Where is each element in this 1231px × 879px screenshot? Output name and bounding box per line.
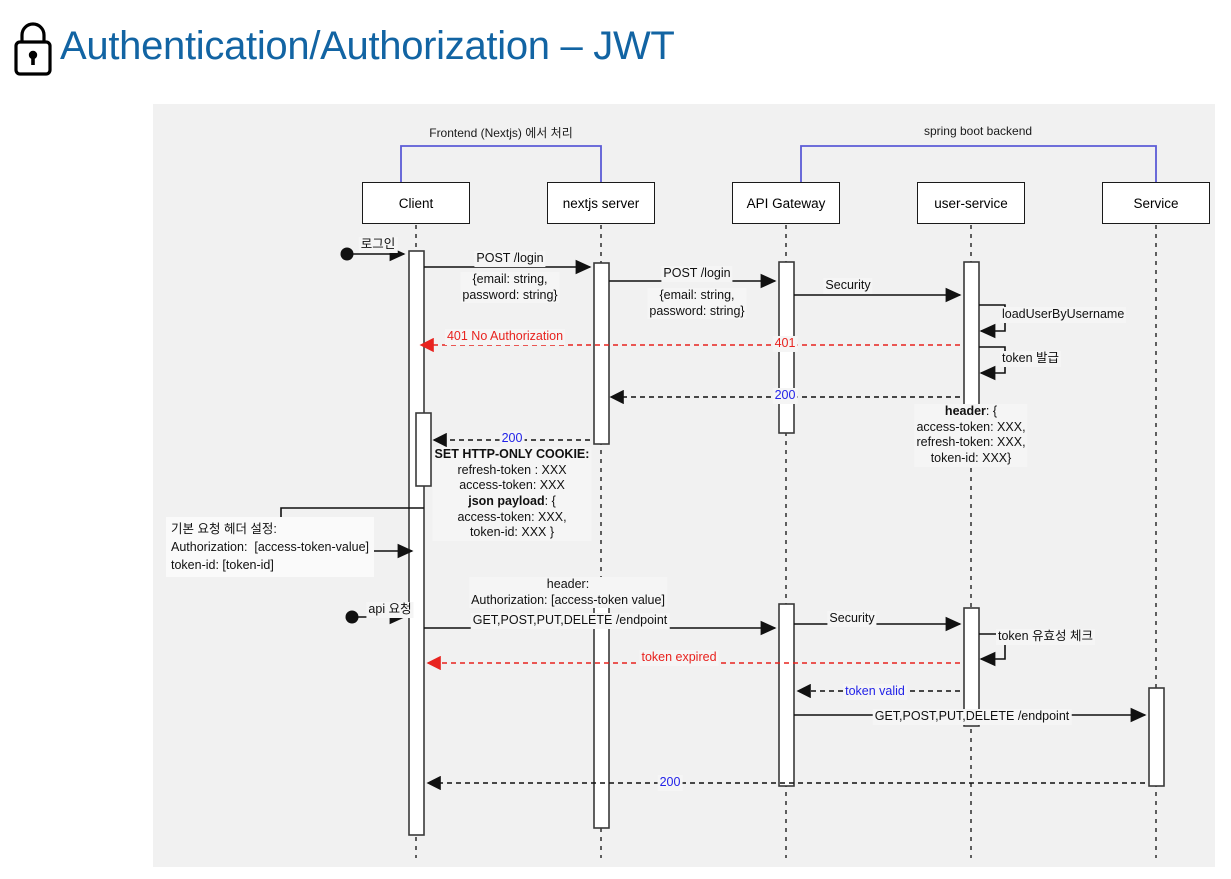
msg-set-cookie-block: SET HTTP-ONLY COOKIE: refresh-token : XX… [432, 447, 592, 541]
msg-200-client: 200 [499, 431, 525, 447]
msg-401-no-auth: 401 No Authorization [444, 329, 566, 345]
lock-icon [14, 21, 52, 76]
page-title: Authentication/Authorization – JWT [0, 0, 1231, 95]
participant-client[interactable]: Client [362, 182, 470, 224]
msg-post-login-2: POST /login [661, 266, 733, 282]
msg-200-gateway: 200 [772, 388, 798, 404]
page-title-text: Authentication/Authorization – JWT [60, 23, 675, 68]
msg-post-login-1: POST /login [474, 251, 546, 267]
msg-login-payload-1: {email: string, password: string} [460, 272, 560, 304]
msg-api-request: api 요청 [366, 602, 414, 618]
msg-api-verbs-2: GET,POST,PUT,DELETE /endpoint [872, 709, 1072, 725]
note-default-headers: 기본 요청 헤더 설정: Authorization: [access-toke… [166, 517, 375, 578]
participant-label: user-service [934, 195, 1008, 211]
msg-header-block: header: { access-token: XXX, refresh-tok… [914, 404, 1028, 467]
msg-load-user: loadUserByUsername [1000, 307, 1127, 323]
diagram-frame [152, 103, 1216, 868]
msg-login-payload-2: {email: string, password: string} [647, 288, 747, 320]
msg-api-header: header: Authorization: [access-token val… [469, 577, 667, 609]
msg-security-1: Security [823, 278, 873, 294]
participant-api-gateway[interactable]: API Gateway [732, 182, 840, 224]
msg-token-expired: token expired [639, 650, 719, 666]
msg-token-check: token 유효성 체크 [996, 629, 1096, 645]
participant-label: Service [1133, 195, 1179, 211]
participant-label: Client [398, 195, 434, 211]
msg-api-verbs-1: GET,POST,PUT,DELETE /endpoint [470, 613, 670, 629]
group-label-backend: spring boot backend [923, 124, 1033, 138]
msg-200-final: 200 [657, 775, 683, 791]
msg-login: 로그인 [358, 237, 398, 253]
msg-security-2: Security [827, 611, 877, 627]
group-label-frontend: Frontend (Nextjs) 에서 처리 [429, 126, 573, 140]
participant-service[interactable]: Service [1102, 182, 1210, 224]
activation-bars [408, 250, 1165, 836]
msg-token-issue: token 발급 [1000, 351, 1062, 367]
participant-label: API Gateway [746, 195, 826, 211]
group-bracket-backend [800, 145, 1157, 182]
msg-token-valid: token valid [843, 684, 907, 700]
participant-nextjs-server[interactable]: nextjs server [547, 182, 655, 224]
participant-label: nextjs server [562, 195, 640, 211]
msg-401: 401 [772, 336, 798, 352]
participant-user-service[interactable]: user-service [917, 182, 1025, 224]
group-bracket-frontend [400, 145, 602, 182]
